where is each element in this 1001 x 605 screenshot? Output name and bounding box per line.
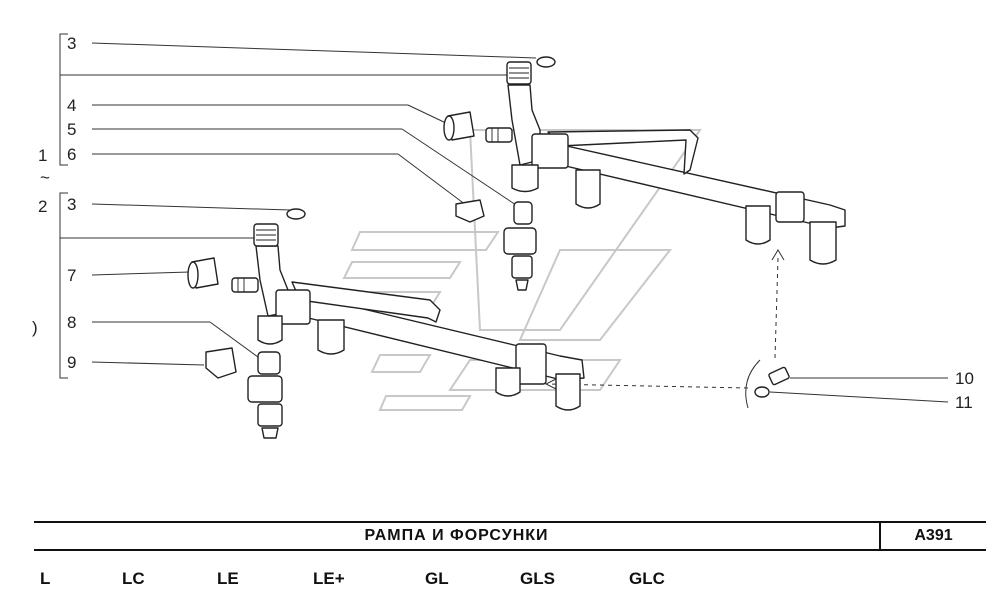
washer <box>754 386 770 398</box>
watermark-logo <box>342 129 702 411</box>
trim-gl: GL <box>425 569 449 588</box>
clip-lower <box>205 347 237 379</box>
callout-paren: ) <box>32 318 38 337</box>
callout-5: 5 <box>67 120 76 139</box>
page-title: РАМПА И ФОРСУНКИ <box>364 527 549 544</box>
diagram-code: A391 <box>914 527 953 544</box>
group-brackets <box>59 33 520 379</box>
trim-l: L <box>40 569 51 588</box>
upper-fuel-rail <box>485 61 846 265</box>
o-ring-upper <box>536 56 556 68</box>
title-divider <box>879 523 881 549</box>
trim-lc: LC <box>122 569 145 588</box>
injector-lower <box>247 351 283 439</box>
bolt <box>768 366 790 386</box>
callout-4: 4 <box>67 96 76 115</box>
callout-8: 8 <box>67 313 76 332</box>
callout-10: 10 <box>955 369 974 388</box>
clip-nut-lower <box>187 257 219 289</box>
trim-gls: GLS <box>520 569 555 588</box>
fuel-rail-diagram: 3 4 5 1 6 ~ 2 3 7 8 ) 9 10 11 <box>32 33 974 439</box>
callout-tilde: ~ <box>40 168 50 187</box>
callout-1: 1 <box>38 146 47 165</box>
injector-upper <box>503 201 537 291</box>
o-ring-lower <box>286 208 306 220</box>
callout-3-lower: 3 <box>67 195 76 214</box>
trim-glc: GLC <box>629 569 665 588</box>
callout-numbers: 3 4 5 1 6 ~ 2 3 7 8 ) 9 10 11 <box>32 34 974 412</box>
callout-2: 2 <box>38 197 47 216</box>
loose-parts <box>187 56 790 439</box>
callout-7: 7 <box>67 266 76 285</box>
callout-11: 11 <box>955 393 973 412</box>
callout-6: 6 <box>67 145 76 164</box>
clip-nut-upper <box>443 111 475 141</box>
callout-9: 9 <box>67 353 76 372</box>
title-bar: РАМПА И ФОРСУНКИ A391 <box>34 521 986 551</box>
trim-le: LE <box>217 569 239 588</box>
trim-le-plus: LE+ <box>313 569 345 588</box>
clip-upper <box>455 199 485 223</box>
leader-lines <box>91 42 949 409</box>
callout-3-upper: 3 <box>67 34 76 53</box>
lower-fuel-rail <box>231 223 585 411</box>
